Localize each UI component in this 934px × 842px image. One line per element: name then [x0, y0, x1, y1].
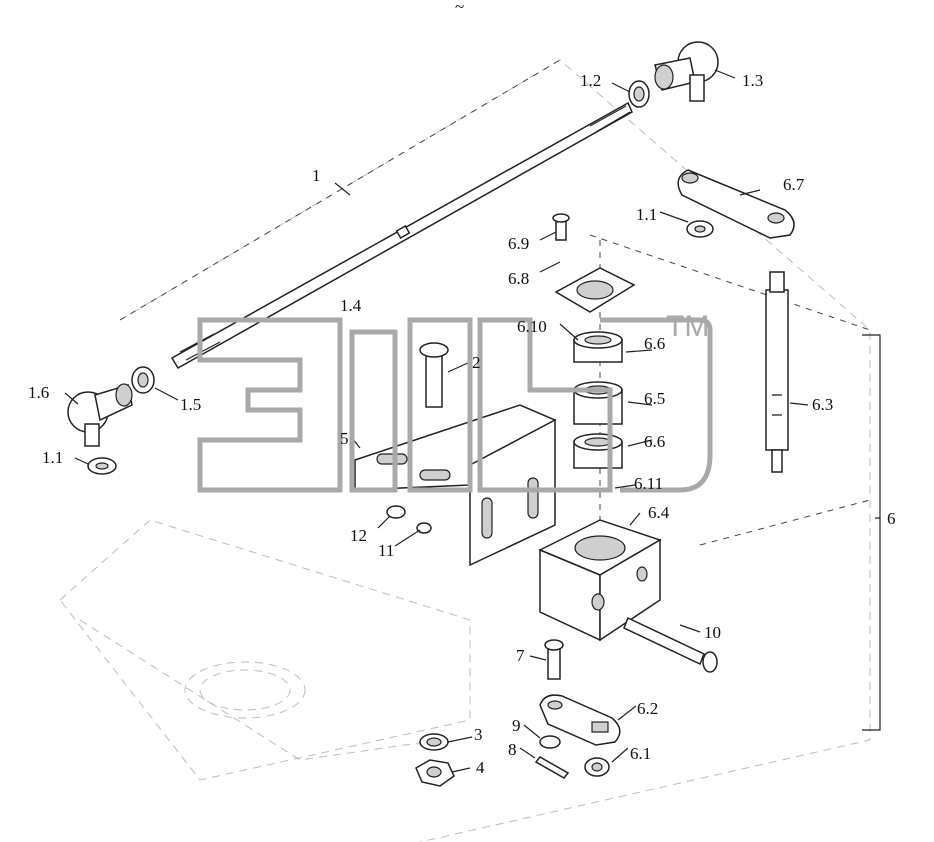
label-6-6-bottom: 6.6 [644, 432, 665, 451]
label-8: 8 [508, 740, 517, 759]
bolt-10 [623, 616, 718, 673]
shaft-6-3 [765, 271, 789, 473]
label-1: 1 [312, 166, 321, 185]
label-6-3: 6.3 [812, 395, 833, 414]
nut-4 [415, 759, 455, 787]
washer-3 [419, 733, 449, 751]
label-6-10: 6.10 [517, 317, 547, 336]
label-5: 5 [340, 429, 349, 448]
label-1-1-top: 1.1 [636, 205, 657, 224]
label-12: 12 [350, 526, 367, 545]
label-6-9: 6.9 [508, 234, 529, 253]
label-6-11: 6.11 [634, 474, 663, 493]
washers-11-12 [386, 505, 432, 534]
bushing-6-6 [573, 433, 623, 469]
ball-joint-1-6 [67, 383, 133, 447]
tie-rod [170, 101, 633, 370]
label-7: 7 [516, 646, 525, 665]
label-11: 11 [378, 541, 394, 560]
label-4: 4 [476, 758, 485, 777]
flange-6-8 [554, 267, 636, 313]
label-6-4: 6.4 [648, 503, 670, 522]
washer-9 [539, 735, 561, 749]
label-1-2: 1.2 [580, 71, 601, 90]
nut-1-2 [628, 80, 650, 108]
label-6-1: 6.1 [630, 744, 651, 763]
label-1-1-bottom: 1.1 [42, 448, 63, 467]
label-1-4: 1.4 [340, 296, 362, 315]
group-bracket-6 [862, 334, 881, 731]
trademark-mark: TM [666, 310, 709, 343]
link-6-7 [677, 169, 795, 239]
label-10: 10 [704, 623, 721, 642]
label-9: 9 [512, 716, 521, 735]
nut-6-1 [584, 757, 610, 777]
washer-1-1-left [87, 457, 117, 475]
label-6-5: 6.5 [644, 389, 665, 408]
label-6-6-top: 6.6 [644, 334, 665, 353]
lever-6-2 [539, 694, 621, 746]
top-mark: ~ [455, 0, 464, 16]
label-1-3: 1.3 [742, 71, 763, 90]
housing-block-6-4 [538, 519, 662, 642]
label-1-5: 1.5 [180, 395, 201, 414]
bushing-6-10 [573, 331, 623, 363]
pin-7 [544, 639, 564, 680]
label-2: 2 [472, 353, 481, 372]
washer-1-1-right [686, 220, 714, 238]
leader-lines [64, 69, 880, 773]
cotter-pin-8 [534, 756, 570, 779]
screw-2 [419, 342, 449, 408]
label-6-7: 6.7 [783, 175, 805, 194]
nut-1-5 [131, 366, 155, 394]
label-6: 6 [887, 509, 896, 528]
bracket-5 [354, 404, 557, 567]
label-1-6: 1.6 [28, 383, 49, 402]
label-6-8: 6.8 [508, 269, 529, 288]
watermark-logo: TM [197, 310, 713, 493]
ball-joint-1-3 [654, 41, 719, 102]
bolt-6-9 [552, 213, 570, 241]
label-3: 3 [474, 725, 483, 744]
label-6-2: 6.2 [637, 699, 658, 718]
